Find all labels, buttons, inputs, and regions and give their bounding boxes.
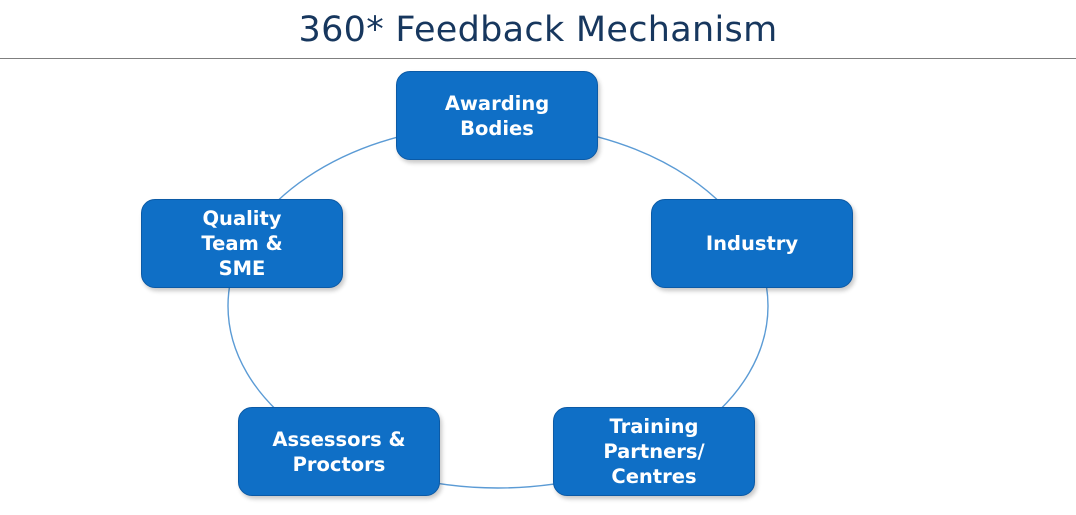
title-divider — [0, 58, 1076, 59]
node-label: Quality Team & SME — [201, 207, 283, 280]
node-label: Training Partners/ Centres — [603, 415, 705, 488]
node-label: Industry — [705, 232, 799, 255]
node-label: Awarding Bodies — [444, 91, 550, 140]
diagram-title: 360* Feedback Mechanism — [298, 10, 778, 50]
node-awarding-bodies: Awarding Bodies — [396, 71, 598, 160]
node-quality-team: Quality Team & SME — [141, 199, 343, 288]
node-training-partners: Training Partners/ Centres — [553, 407, 755, 496]
node-assessors-proctors: Assessors & Proctors — [238, 407, 440, 496]
node-label: Assessors & Proctors — [272, 427, 406, 476]
node-industry: Industry — [651, 199, 853, 288]
